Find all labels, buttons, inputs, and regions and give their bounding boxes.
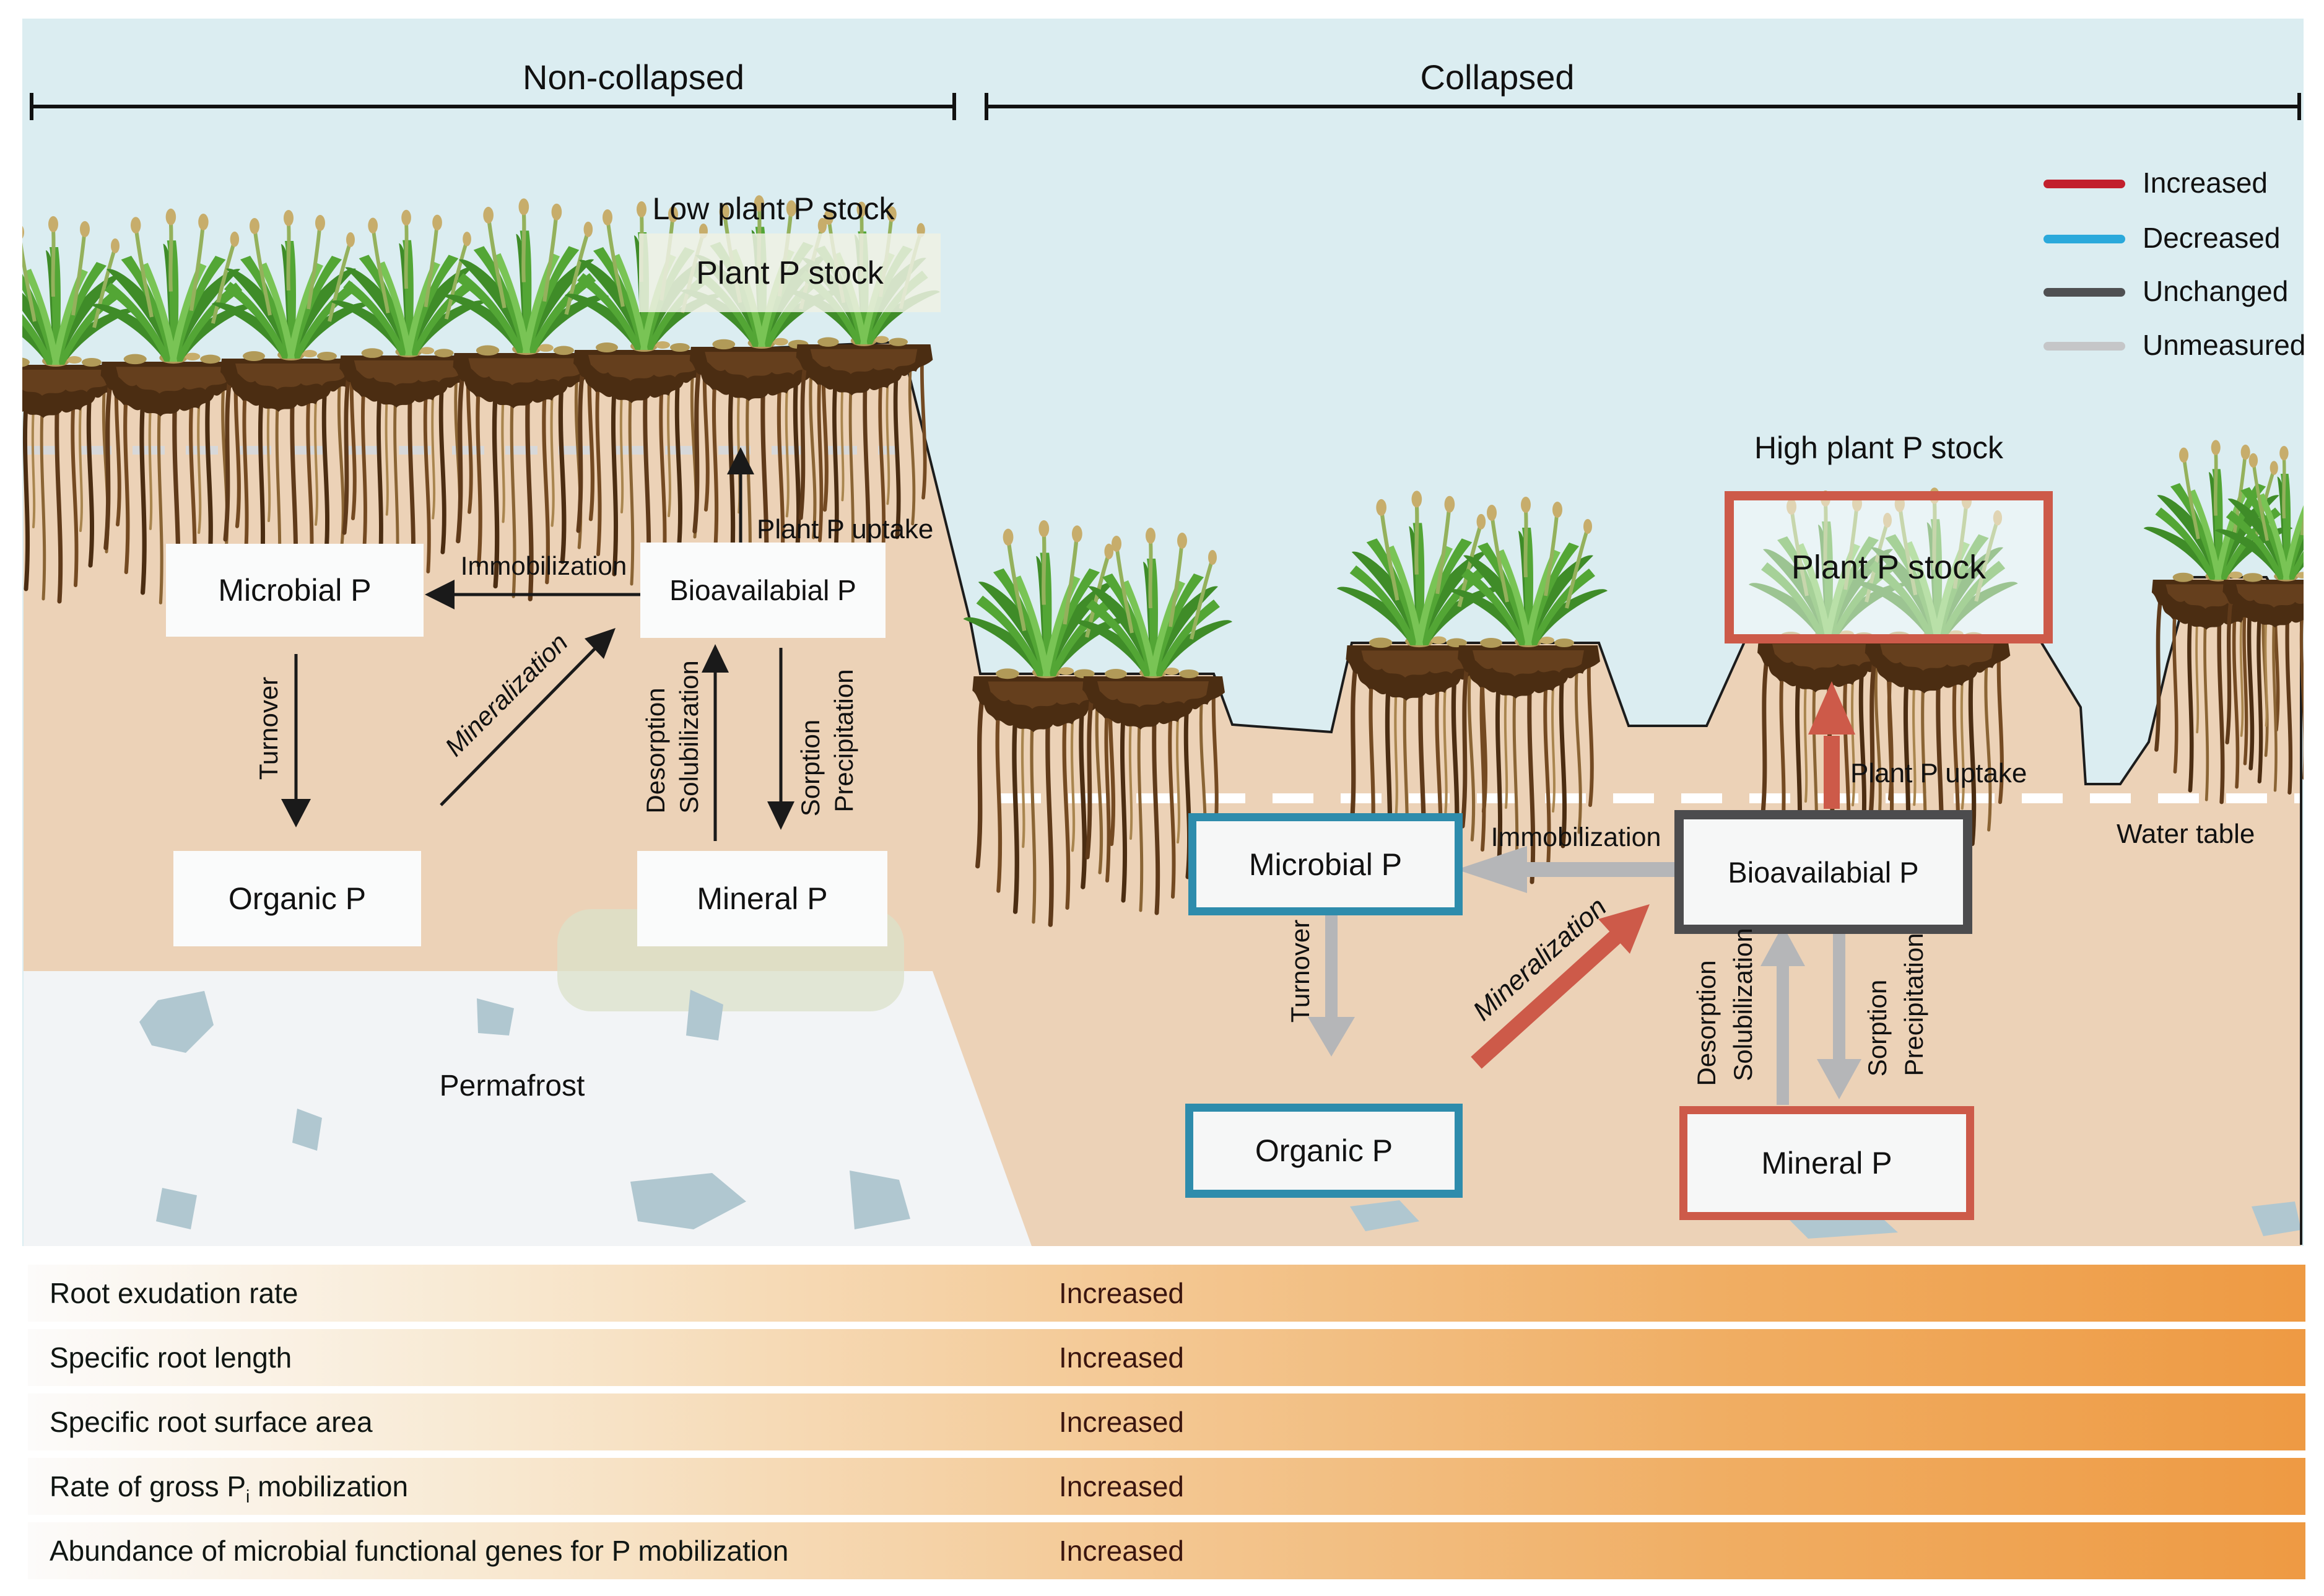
right-flux-sorption: Sorption: [1863, 979, 1892, 1077]
measurement-label: Abundance of microbial functional genes …: [50, 1522, 788, 1579]
measurement-value: Increased: [1059, 1341, 1185, 1374]
left-flux-solubilization: Solubilization: [674, 660, 703, 814]
measurement-label: Rate of gross Pi mobilization: [50, 1458, 408, 1515]
right-flux-turnover: Turnover: [1286, 919, 1315, 1023]
pool-label: Mineral P: [697, 881, 828, 916]
bracket-noncollapsed: [30, 105, 956, 108]
measurement-row: Root exudation rate Increased: [28, 1265, 2305, 1322]
legend-swatch-increased: [2043, 180, 2125, 188]
right-flux-immobilization: Immobilization: [1491, 822, 1661, 852]
measurement-row: Rate of gross Pi mobilization Increased: [28, 1458, 2305, 1515]
left-flux-turnover: Turnover: [254, 676, 283, 780]
bracket-tick: [30, 93, 33, 120]
label-text: Rate of gross P: [50, 1470, 246, 1502]
left-pool-microbial: Microbial P: [166, 544, 424, 637]
section-title-collapsed: Collapsed: [1420, 58, 1575, 97]
pool-label: Bioavailabial P: [669, 574, 856, 606]
legend-label-increased: Increased: [2143, 167, 2268, 199]
measurement-value: Increased: [1059, 1277, 1185, 1309]
left-plant-p-stock-label: Plant P stock: [696, 255, 884, 291]
measurement-value: Increased: [1059, 1535, 1185, 1567]
right-flux-desorption: Desorption: [1692, 960, 1721, 1086]
bracket-tick: [2297, 93, 2301, 120]
legend-swatch-decreased: [2043, 235, 2125, 243]
left-plant-p-uptake-label: Plant P uptake: [757, 514, 934, 544]
right-flux-arrows: [1308, 681, 1861, 1105]
legend-swatch-unmeasured: [2043, 342, 2125, 351]
measurement-row: Specific root length Increased: [28, 1329, 2305, 1386]
permafrost-block: [24, 971, 1032, 1246]
bracket-tick: [985, 93, 988, 120]
left-pool-bioavailable: Bioavailabial P: [640, 543, 886, 638]
right-plant-p-stock-label: Plant P stock: [1791, 549, 1987, 586]
right-pool-bioavailable: Bioavailabial P: [1674, 810, 1972, 934]
label-text: Root exudation rate: [50, 1277, 298, 1309]
left-flux-sorption: Sorption: [796, 719, 825, 817]
right-flux-solubilization: Solubilization: [1728, 928, 1757, 1081]
measurement-value: Increased: [1059, 1470, 1185, 1502]
label-text: Specific root length: [50, 1341, 292, 1374]
left-flux-arrows: [281, 447, 794, 841]
label-sub: i: [246, 1487, 250, 1507]
pool-label: Bioavailabial P: [1728, 855, 1919, 889]
right-plant-p-uptake-label: Plant P uptake: [1850, 758, 2027, 788]
section-title-noncollapsed: Non-collapsed: [523, 58, 744, 97]
bracket-collapsed: [985, 105, 2301, 108]
left-pool-mineral: Mineral P: [637, 851, 887, 946]
legend-label-unmeasured: Unmeasured: [2143, 329, 2306, 361]
measurement-value: Increased: [1059, 1406, 1185, 1438]
right-plant-p-stock-box: Plant P stock: [1725, 491, 2053, 643]
legend-swatch-unchanged: [2043, 288, 2125, 297]
left-flux-precipitation: Precipitation: [829, 669, 858, 813]
left-plant-p-stock-box: Plant P stock: [639, 233, 941, 312]
measurement-label: Specific root surface area: [50, 1393, 373, 1450]
pool-label: Mineral P: [1761, 1146, 1892, 1180]
right-pool-mineral: Mineral P: [1679, 1106, 1974, 1220]
left-caption: Low plant P stock: [652, 191, 895, 226]
pool-label: Organic P: [1255, 1133, 1393, 1168]
water-table-label: Water table: [2117, 819, 2255, 849]
measurement-row: Specific root surface area Increased: [28, 1393, 2305, 1450]
measurement-label: Specific root length: [50, 1329, 292, 1386]
label-text: Abundance of microbial functional genes …: [50, 1535, 789, 1567]
bracket-tick: [952, 93, 956, 120]
legend-label-unchanged: Unchanged: [2143, 275, 2289, 307]
right-caption: High plant P stock: [1754, 430, 2004, 465]
legend-label-decreased: Decreased: [2143, 222, 2281, 254]
right-pool-organic: Organic P: [1185, 1104, 1463, 1198]
pool-label: Microbial P: [1248, 847, 1403, 882]
left-flux-desorption: Desorption: [641, 687, 670, 814]
pool-label: Organic P: [228, 881, 367, 916]
right-pool-microbial: Microbial P: [1188, 813, 1463, 915]
right-flux-precipitation: Precipitation: [1899, 933, 1928, 1076]
left-pool-organic: Organic P: [173, 851, 421, 946]
measurement-label: Root exudation rate: [50, 1265, 298, 1322]
label-text: mobilization: [250, 1470, 409, 1502]
pool-label: Microbial P: [218, 573, 372, 608]
measurement-row: Abundance of microbial functional genes …: [28, 1522, 2305, 1579]
permafrost-label: Permafrost: [439, 1070, 585, 1102]
label-text: Specific root surface area: [50, 1406, 373, 1438]
left-flux-immobilization: Immobilization: [460, 551, 627, 580]
